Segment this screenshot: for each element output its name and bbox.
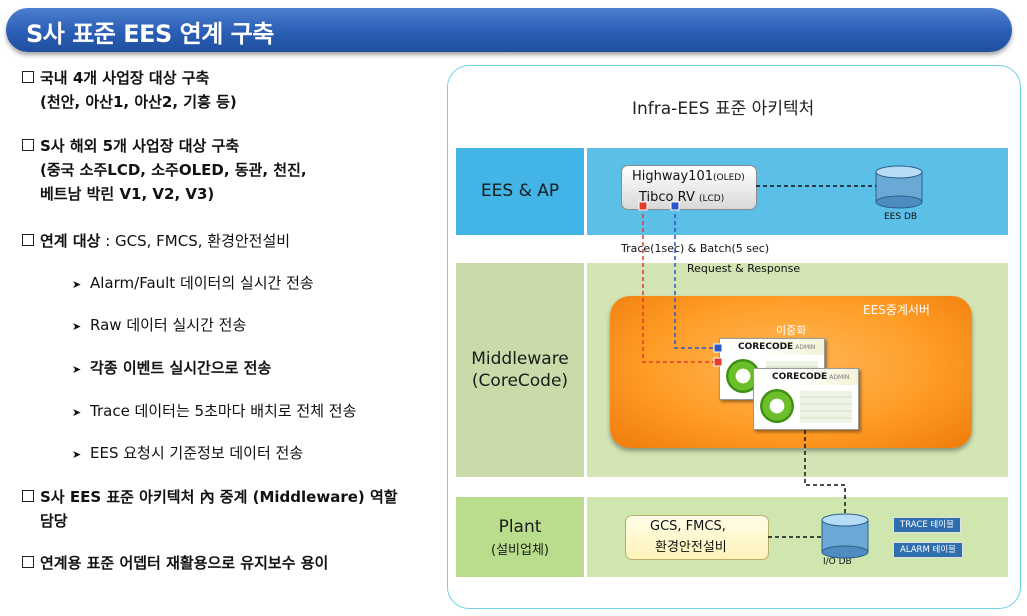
relay-server-title: EES중계서버 [863, 303, 930, 317]
checkbox-bullet-icon [22, 556, 34, 568]
ees-ap-band-label-area: EES & AP [456, 148, 584, 235]
sub-item-3: ➤ 각종 이벤트 실시간으로 전송 [72, 356, 271, 382]
checkbox-bullet-icon [22, 490, 34, 502]
alarm-table-tag: ALARM 테이블 [893, 542, 963, 558]
arrow-right-icon: ➤ [72, 320, 82, 333]
bullet-overseas-detail-2: 베트남 박린 V1, V2, V3) [40, 185, 215, 203]
highway-label: Highway101(OLED) [632, 169, 745, 184]
plant-equipment-line-1: GCS, FMCS, [650, 519, 726, 534]
sub-item-2: ➤ Raw 데이터 실시간 전송 [72, 313, 246, 339]
corecode-card-body [800, 391, 852, 423]
plant-band-label-area: Plant (설비업체) [456, 497, 584, 577]
io-db-label: I/O DB [823, 557, 852, 567]
plant-label: Plant [498, 517, 542, 537]
arrow-right-icon: ➤ [72, 278, 82, 291]
plant-sub-label: (설비업체) [491, 543, 549, 558]
diagram-title: Infra-EES 표준 아키텍처 [632, 99, 815, 119]
io-db-cylinder-icon [821, 513, 869, 559]
bullet-adapter-reuse-title: 연계용 표준 어뎁터 재활용으로 유지보수 용이 [40, 554, 329, 572]
corecode-card-title: CORECODE [772, 372, 828, 382]
corecode-logo-icon [760, 389, 794, 423]
plant-equipment-box [625, 515, 769, 560]
middleware-label-2: (CoreCode) [471, 371, 569, 391]
tibco-label: Tibco RV (LCD) [639, 190, 724, 205]
tibco-text: Tibco RV [639, 190, 695, 205]
checkbox-bullet-icon [22, 139, 34, 151]
sub-item-4-text: Trace 데이터는 5초마다 배치로 전체 전송 [90, 402, 357, 420]
plant-equipment-line-2: 환경안전설비 [655, 540, 727, 555]
trace-batch-label: Trace(1sec) & Batch(5 sec) [621, 242, 770, 255]
relay-to-iodb-connector [804, 430, 846, 517]
trace-connector [642, 207, 719, 363]
request-response-label: Request & Response [687, 262, 801, 275]
checkbox-bullet-icon [22, 234, 34, 246]
highway-text: Highway101 [632, 169, 713, 184]
arrow-right-icon: ➤ [72, 448, 82, 461]
tibco-sub: (LCD) [699, 194, 725, 204]
middleware-band-label-area: Middleware (CoreCode) [456, 263, 584, 477]
request-port-icon [670, 201, 680, 211]
bullet-domestic-title: 국내 4개 사업장 대상 구축 [40, 69, 210, 87]
highway-sub: (OLED) [712, 173, 745, 183]
redundancy-label: 이중화 [776, 324, 807, 337]
sub-item-4: ➤ Trace 데이터는 5초마다 배치로 전체 전송 [72, 399, 356, 425]
sub-item-1: ➤ Alarm/Fault 데이터의 실시간 전송 [72, 271, 314, 297]
trace-port-icon [638, 201, 648, 211]
bullet-overseas-detail-1: (중국 소주LCD, 소주OLED, 동관, 천진, [40, 161, 307, 179]
corecode-card-admin: ADMIN [829, 374, 850, 381]
bullet-overseas-title: S사 해외 5개 사업장 대상 구축 [40, 137, 240, 155]
sub-item-1-text: Alarm/Fault 데이터의 실시간 전송 [90, 274, 314, 292]
checkbox-bullet-icon [22, 71, 34, 83]
ees-db-cylinder-icon [875, 165, 923, 209]
trace-port-icon [713, 357, 723, 367]
corecode-card-title: CORECODE [738, 342, 794, 352]
sub-item-2-text: Raw 데이터 실시간 전송 [90, 316, 247, 334]
ees-db-label: EES DB [884, 212, 918, 222]
title-bar [6, 8, 1012, 52]
bullet-overseas: S사 해외 5개 사업장 대상 구축 [22, 134, 239, 158]
sub-item-5-text: EES 요청시 기준정보 데이터 전송 [90, 444, 304, 462]
ees-ap-label: EES & AP [480, 181, 560, 201]
request-connector [674, 207, 719, 349]
arrow-right-icon: ➤ [72, 406, 82, 419]
trace-table-tag: TRACE 테이블 [893, 517, 961, 533]
sub-item-3-text: 각종 이벤트 실시간으로 전송 [90, 359, 272, 377]
page-title: S사 표준 EES 연계 구축 [26, 20, 274, 48]
bullet-targets: 연계 대상 : GCS, FMCS, 환경안전설비 [22, 229, 290, 253]
sub-item-5: ➤ EES 요청시 기준정보 데이터 전송 [72, 441, 303, 467]
bullet-targets-title: 연계 대상 [40, 232, 101, 250]
bullet-middleware-role: S사 EES 표준 아키텍처 內 중계 (Middleware) 역할 [22, 485, 398, 509]
corecode-card-admin: ADMIN [795, 344, 816, 351]
bullet-middleware-role-2: 담당 [40, 512, 68, 530]
middleware-label-1: Middleware [471, 349, 569, 369]
bullet-domestic: 국내 4개 사업장 대상 구축 [22, 66, 209, 90]
bullet-targets-list: : GCS, FMCS, 환경안전설비 [100, 232, 291, 250]
bullet-adapter-reuse: 연계용 표준 어뎁터 재활용으로 유지보수 용이 [22, 551, 328, 575]
bullet-domestic-detail: (천안, 아산1, 아산2, 기흥 등) [40, 93, 237, 111]
arrow-right-icon: ➤ [72, 363, 82, 376]
bullet-middleware-role-title: S사 EES 표준 아키텍처 內 중계 (Middleware) 역할 [40, 488, 398, 506]
request-port-icon [713, 343, 723, 353]
